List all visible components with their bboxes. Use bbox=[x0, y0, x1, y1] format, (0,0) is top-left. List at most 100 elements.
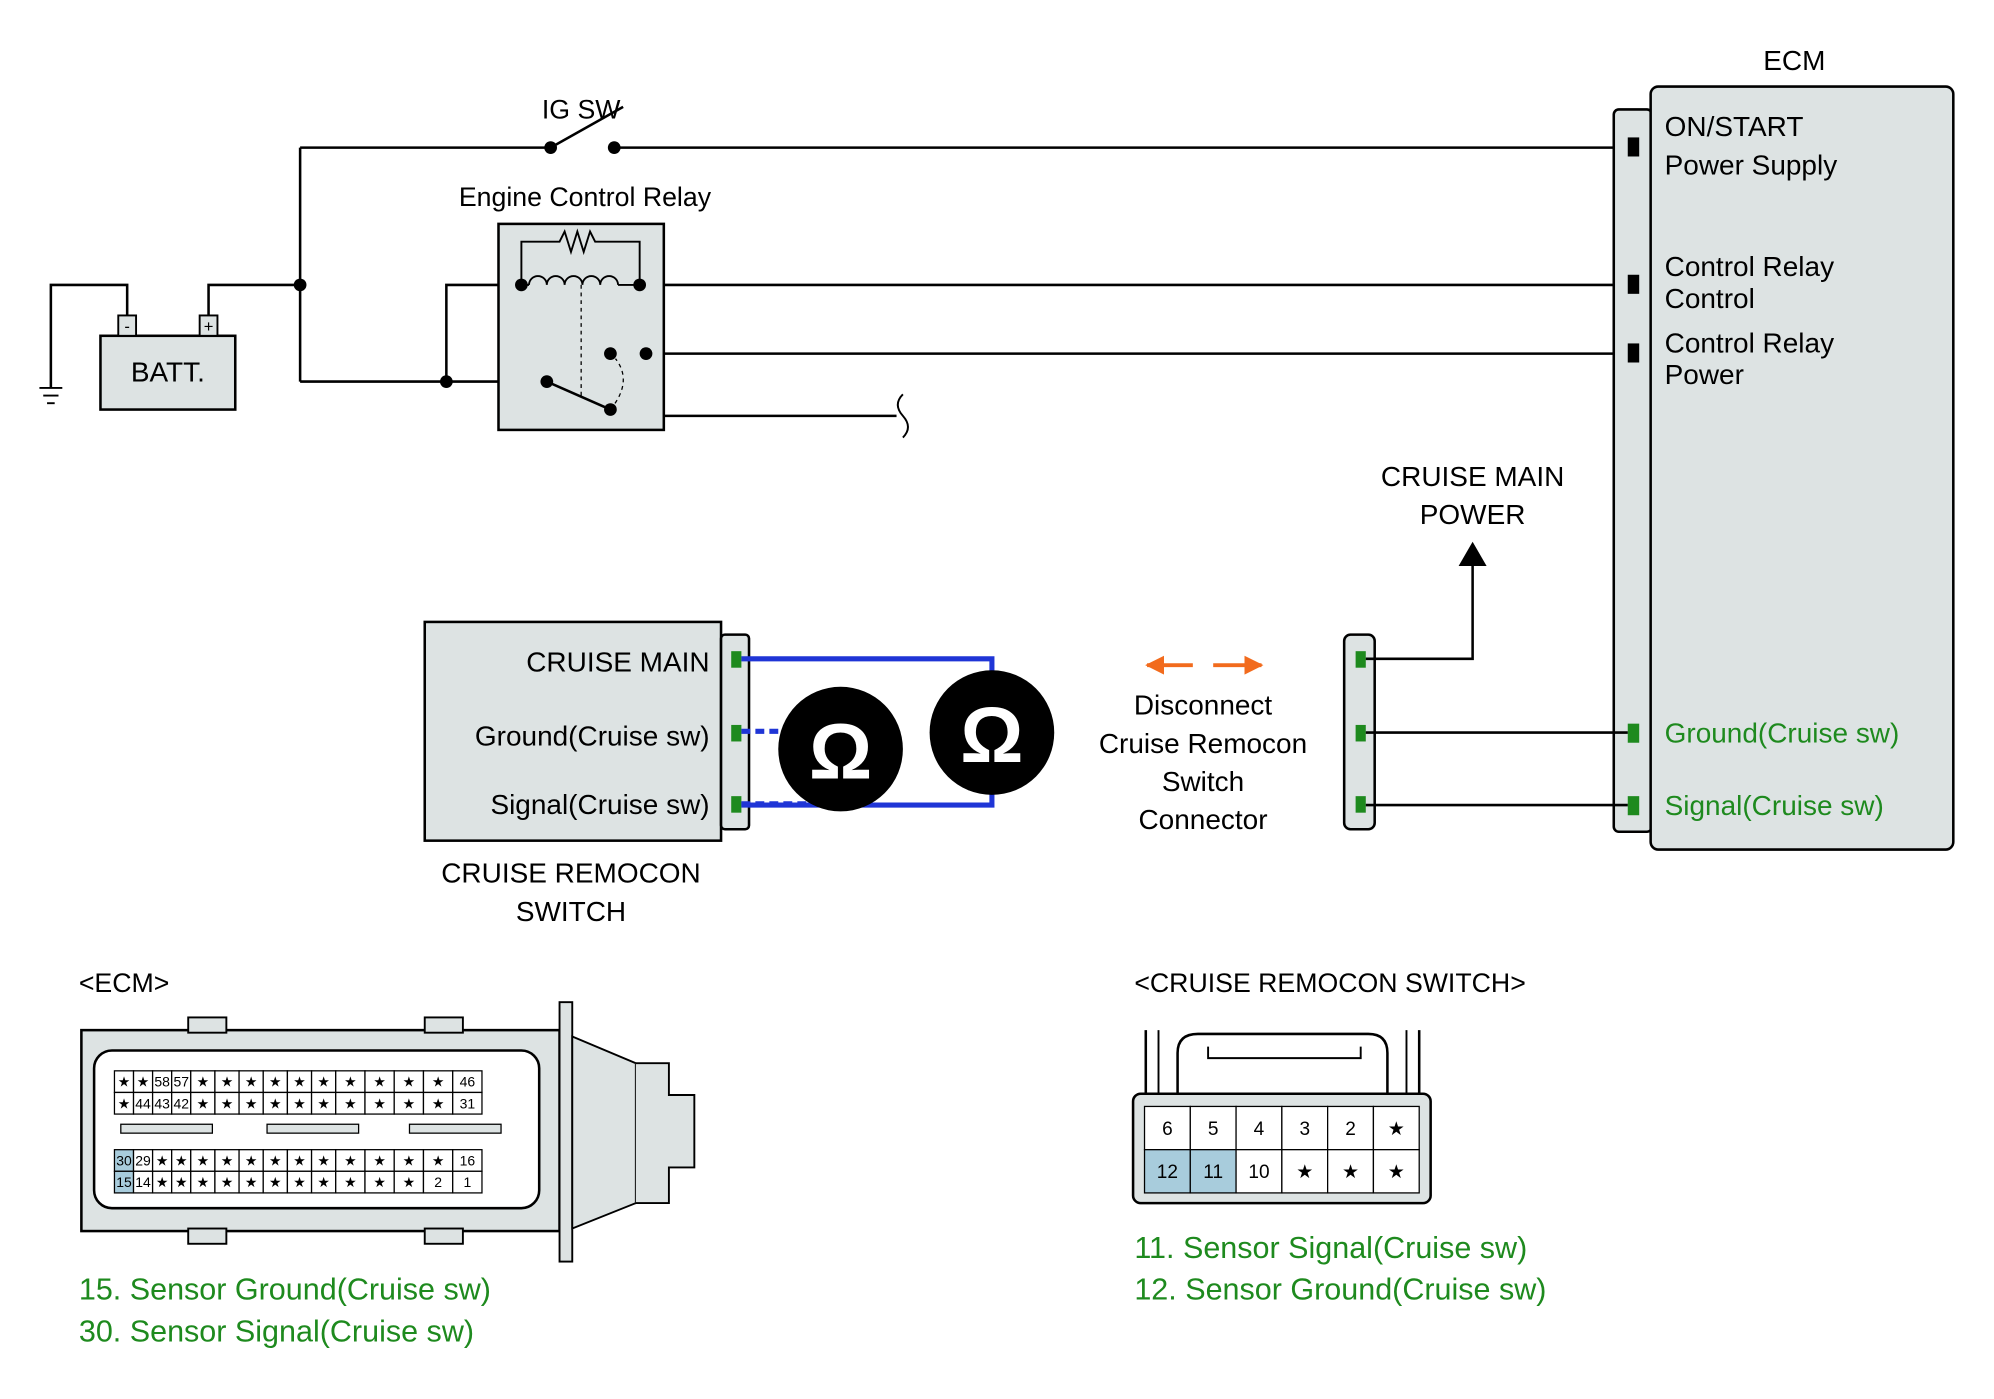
pin-label: ★ bbox=[156, 1174, 169, 1190]
pin-label: ★ bbox=[432, 1095, 445, 1111]
pin-cell bbox=[1327, 1149, 1375, 1194]
battery-minus-sign: - bbox=[124, 317, 130, 336]
ig-switch-label: IG SW bbox=[542, 94, 621, 124]
pin-label: ★ bbox=[245, 1153, 258, 1169]
battery-plus-sign: + bbox=[204, 317, 214, 336]
cruise-main-power-arrow bbox=[1458, 541, 1487, 566]
pin-label: ★ bbox=[118, 1095, 131, 1111]
pin-label: ★ bbox=[317, 1153, 330, 1169]
pin-label: ★ bbox=[293, 1174, 306, 1190]
pin-label: ★ bbox=[403, 1174, 416, 1190]
pin-cell bbox=[1189, 1105, 1237, 1151]
pin-label: 42 bbox=[173, 1095, 189, 1111]
pin-label: ★ bbox=[269, 1095, 282, 1111]
pin-label: 4 bbox=[1254, 1119, 1265, 1140]
ecm-pin-on-start-line2: Power Supply bbox=[1665, 149, 1838, 180]
ecm-legend-line2: 30. Sensor Signal(Cruise sw) bbox=[79, 1315, 474, 1349]
pin-label: ★ bbox=[317, 1174, 330, 1190]
pin-label: 44 bbox=[135, 1095, 151, 1111]
pin-label: 30 bbox=[116, 1153, 132, 1169]
pin-label: 2 bbox=[434, 1174, 442, 1190]
wire-break-symbol bbox=[896, 393, 909, 439]
ohmmeter-icon: Ω bbox=[778, 686, 903, 812]
pin-label: 43 bbox=[154, 1095, 170, 1111]
ecm-connector-title: <ECM> bbox=[79, 968, 169, 998]
switch-legend-line1: 11. Sensor Signal(Cruise sw) bbox=[1134, 1231, 1527, 1265]
pin-label: ★ bbox=[1388, 1119, 1405, 1140]
pin-label: ★ bbox=[269, 1153, 282, 1169]
pin-label: ★ bbox=[137, 1074, 150, 1090]
pin-label: ★ bbox=[403, 1074, 416, 1090]
ecm-legend-line1: 15. Sensor Ground(Cruise sw) bbox=[79, 1273, 491, 1307]
pin-label: 3 bbox=[1299, 1119, 1310, 1140]
cruise-main-power-line1: CRUISE MAIN bbox=[1381, 461, 1564, 492]
pin-label: ★ bbox=[269, 1174, 282, 1190]
pin-label: 57 bbox=[173, 1074, 189, 1090]
pin-cell bbox=[1143, 1149, 1191, 1194]
switch-title-line1: CRUISE REMOCON bbox=[441, 858, 701, 889]
pin-label: ★ bbox=[373, 1153, 386, 1169]
pin-label: ★ bbox=[197, 1174, 210, 1190]
pin-label: ★ bbox=[373, 1074, 386, 1090]
pin-label: ★ bbox=[245, 1174, 258, 1190]
pin-label: ★ bbox=[269, 1074, 282, 1090]
junction-dots bbox=[293, 278, 653, 388]
ecm-label: ECM bbox=[1763, 45, 1825, 76]
pin-label: ★ bbox=[118, 1074, 131, 1090]
pin-label: ★ bbox=[344, 1095, 357, 1111]
pin-label: ★ bbox=[197, 1153, 210, 1169]
pin-label: ★ bbox=[245, 1095, 258, 1111]
pin-label: 12 bbox=[1157, 1162, 1178, 1183]
harness-wires bbox=[1365, 565, 1628, 807]
ohmmeter-symbol: Ω bbox=[809, 707, 872, 795]
pin-label: ★ bbox=[175, 1174, 188, 1190]
pin-label: ★ bbox=[432, 1074, 445, 1090]
switch-connector-title: <CRUISE REMOCON SWITCH> bbox=[1134, 968, 1525, 998]
ohmmeter-symbol: Ω bbox=[960, 691, 1023, 779]
battery-label: BATT. bbox=[131, 357, 205, 388]
pin-label: ★ bbox=[373, 1174, 386, 1190]
pin-cell bbox=[452, 1170, 483, 1194]
pin-label: 1 bbox=[463, 1174, 471, 1190]
pin-label: ★ bbox=[1296, 1162, 1313, 1183]
pin-label: 10 bbox=[1248, 1162, 1269, 1183]
pin-label: ★ bbox=[344, 1174, 357, 1190]
switch-title-line2: SWITCH bbox=[516, 896, 626, 927]
engine-control-relay: Engine Control Relay bbox=[459, 182, 712, 432]
switch-pin-ground: Ground(Cruise sw) bbox=[475, 720, 710, 751]
pin-label: ★ bbox=[1342, 1162, 1359, 1183]
pin-cell bbox=[1189, 1149, 1237, 1194]
ecm-pin-relay-power-line2: Power bbox=[1665, 359, 1744, 390]
switch-pin-signal: Signal(Cruise sw) bbox=[490, 789, 709, 820]
ecm-pin-relay-power-line1: Control Relay bbox=[1665, 327, 1834, 358]
pin-label: ★ bbox=[293, 1153, 306, 1169]
ecm-pin-signal: Signal(Cruise sw) bbox=[1665, 790, 1884, 821]
battery: - + BATT. bbox=[99, 314, 237, 411]
pin-label: ★ bbox=[221, 1153, 234, 1169]
pin-label: 6 bbox=[1162, 1119, 1173, 1140]
disconnect-note-line3: Switch bbox=[1162, 766, 1244, 797]
pin-label: 2 bbox=[1345, 1119, 1356, 1140]
ecm-pin-relay-control-line2: Control bbox=[1665, 283, 1755, 314]
pin-label: ★ bbox=[293, 1095, 306, 1111]
pin-label: 15 bbox=[116, 1174, 132, 1190]
disconnect-note-line4: Connector bbox=[1138, 804, 1267, 835]
switch-legend-line2: 12. Sensor Ground(Cruise sw) bbox=[1134, 1273, 1546, 1307]
pin-label: 14 bbox=[135, 1174, 151, 1190]
pin-label: ★ bbox=[197, 1074, 210, 1090]
pin-label: ★ bbox=[175, 1153, 188, 1169]
pin-label: ★ bbox=[344, 1153, 357, 1169]
pin-label: ★ bbox=[432, 1153, 445, 1169]
power-wiring bbox=[49, 146, 1628, 418]
ohmmeter-icon: Ω bbox=[929, 670, 1055, 795]
switch-pin-cruise-main: CRUISE MAIN bbox=[526, 647, 709, 678]
pin-cell bbox=[1372, 1105, 1420, 1151]
pin-label: 58 bbox=[154, 1074, 170, 1090]
pin-cell bbox=[1281, 1149, 1329, 1194]
cruise-remocon-switch: CRUISE MAIN Ground(Cruise sw) Signal(Cru… bbox=[423, 620, 751, 927]
ecm-pin-relay-control-line1: Control Relay bbox=[1665, 251, 1834, 282]
